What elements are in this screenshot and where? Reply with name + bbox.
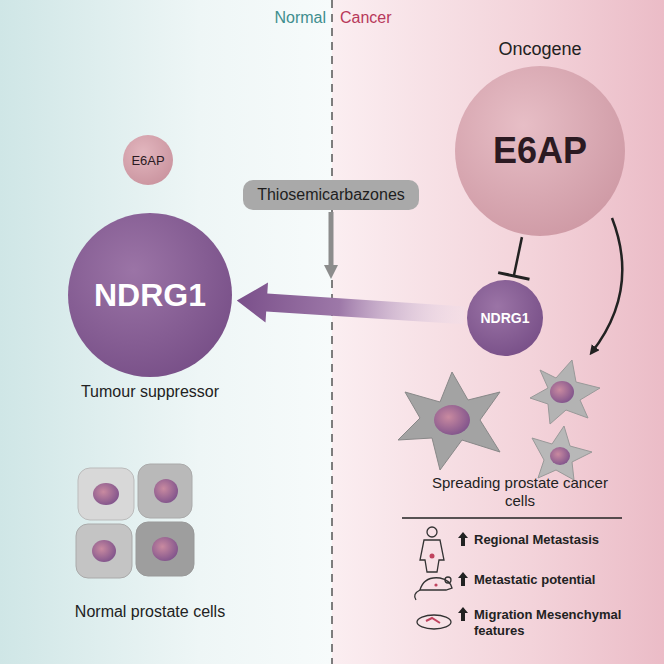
oncogene-circle: OncogeneE6AP bbox=[455, 66, 625, 236]
effect-label: Metastatic potential bbox=[474, 572, 659, 588]
node-label: NDRG1 bbox=[480, 310, 529, 326]
tumour-suppressor-circle: NDRG1Tumour suppressor bbox=[68, 213, 232, 377]
node-heading: Tumour suppressor bbox=[81, 383, 219, 401]
protein-circle: NDRG1 bbox=[467, 280, 543, 356]
increase-arrows bbox=[458, 532, 468, 621]
drug-box: Thiosemicarbazones bbox=[243, 180, 419, 210]
dish-icon bbox=[417, 615, 451, 629]
inhibition-connector bbox=[498, 237, 529, 279]
node-label: NDRG1 bbox=[94, 277, 206, 314]
human-icon bbox=[420, 527, 444, 572]
cell-caption: Spreading prostate cancer cells bbox=[420, 474, 620, 510]
normal-cells bbox=[76, 464, 194, 578]
cancer-cells bbox=[398, 360, 600, 480]
drug-arrow bbox=[329, 212, 334, 272]
node-label: E6AP bbox=[493, 130, 587, 172]
panel-divider bbox=[402, 517, 622, 519]
node-label: E6AP bbox=[131, 153, 164, 168]
promote-arrow bbox=[592, 218, 622, 352]
mouse-icon bbox=[415, 577, 452, 600]
node-heading: Oncogene bbox=[498, 39, 581, 60]
protein-circle: E6AP bbox=[123, 135, 173, 185]
restore-arrow bbox=[237, 283, 465, 325]
divider-line bbox=[331, 0, 333, 664]
node-label: Thiosemicarbazones bbox=[257, 186, 405, 204]
panel-title: Cancer bbox=[340, 8, 410, 27]
effect-label: Migration Mesenchymal features bbox=[474, 607, 624, 638]
cell-caption: Normal prostate cells bbox=[40, 602, 260, 621]
panel-title: Normal bbox=[268, 8, 326, 27]
effect-label: Regional Metastasis bbox=[474, 532, 659, 548]
